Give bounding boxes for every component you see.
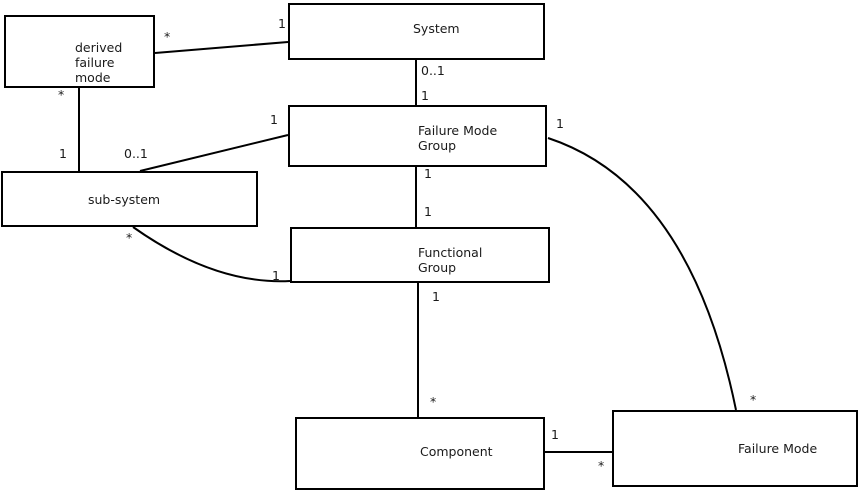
class-box-functional-group[interactable] [290,227,550,283]
multiplicity-fg-to-subsystem-one: 1 [272,268,280,283]
class-box-sub-system[interactable] [1,171,258,227]
subsystem-fmg-edge [139,134,289,172]
class-name-functional-group: Functional Group [418,245,483,275]
class-name-component: Component [420,444,493,459]
multiplicity-fmg-to-subsystem-one: 1 [270,112,278,127]
multiplicity-fg-to-component-one: 1 [432,289,440,304]
multiplicity-subsystem-to-dfm-one: 1 [59,146,67,161]
class-name-derived-failure-mode: derived failure mode [75,40,123,85]
multiplicity-dfm-to-system-star: * [164,29,171,44]
multiplicity-dfm-to-subsystem-star: * [58,87,65,102]
subsystem-fg-edge [132,226,291,283]
multiplicity-subsystem-to-fmg-zero-one: 0..1 [124,146,148,161]
fmg-fm-edge [547,137,737,411]
multiplicity-subsystem-to-fg-star: * [126,230,133,245]
class-name-failure-mode-group: Failure Mode Group [418,123,498,153]
multiplicity-fmg-to-fg-one: 1 [424,166,432,181]
multiplicity-fg-to-fmg-one: 1 [424,204,432,219]
class-box-component[interactable] [295,417,545,490]
multiplicity-system-to-dfm-one: 1 [278,16,286,31]
class-box-system[interactable] [288,3,545,60]
class-name-failure-mode: Failure Mode [738,441,818,456]
dfm-system-edge [154,41,289,54]
multiplicity-fm-to-fmg-star: * [750,392,757,407]
multiplicity-fmg-to-fm-one: 1 [556,116,564,131]
class-box-failure-mode-group[interactable] [288,105,547,167]
multiplicity-component-to-fm-one: 1 [551,427,559,442]
multiplicity-component-to-fg-star: * [430,394,437,409]
class-box-failure-mode[interactable] [612,410,858,487]
multiplicity-system-to-fmg-zero-one: 0..1 [421,63,445,78]
multiplicity-fm-to-component-star: * [598,458,605,473]
class-name-system: System [413,21,460,36]
multiplicity-fmg-to-system-one: 1 [421,88,429,103]
class-name-sub-system: sub-system [88,192,161,207]
class-box-derived-failure-mode[interactable] [4,15,155,88]
